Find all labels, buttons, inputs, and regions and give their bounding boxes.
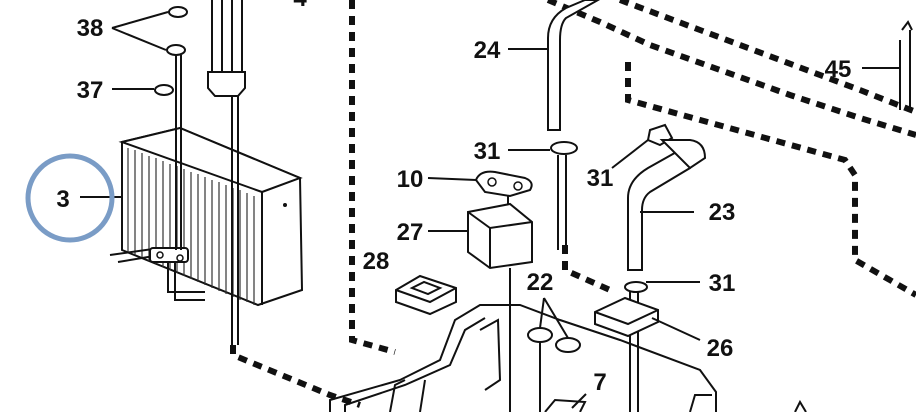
callout-4: 4	[293, 0, 307, 12]
callout-45: 45	[825, 56, 852, 83]
hose-24	[547, 0, 601, 250]
lower-housing	[329, 304, 807, 412]
callout-labels: 38 37 3 4 24 31 31 31 10 27 28 22 23 26 …	[56, 0, 851, 396]
callout-37: 37	[77, 77, 104, 104]
callout-24: 24	[474, 37, 501, 64]
dashed-housing-outline	[230, 0, 916, 408]
callout-22: 22	[527, 269, 554, 296]
bracket-10	[474, 170, 533, 210]
highlight-circle	[25, 153, 115, 243]
sensor-tube-4	[207, 0, 246, 345]
heater-core	[109, 126, 304, 307]
leader-lines	[80, 11, 900, 409]
o-rings-38-37	[154, 6, 188, 250]
callout-23: 23	[709, 199, 736, 226]
callout-3: 3	[56, 186, 69, 213]
callout-28: 28	[363, 248, 390, 275]
block-27	[467, 202, 533, 412]
callout-31-top: 31	[474, 138, 501, 165]
part-45	[899, 20, 913, 110]
callout-38: 38	[77, 15, 104, 42]
callout-10: 10	[397, 166, 424, 193]
callout-26: 26	[707, 335, 734, 362]
callout-7: 7	[593, 369, 606, 396]
pad-28	[395, 274, 457, 316]
callout-31-mid: 31	[587, 165, 614, 192]
callout-31-low: 31	[709, 270, 736, 297]
pad-26	[594, 296, 659, 338]
grommets-22	[527, 327, 581, 412]
callout-27: 27	[397, 219, 424, 246]
hose-23	[624, 123, 707, 412]
